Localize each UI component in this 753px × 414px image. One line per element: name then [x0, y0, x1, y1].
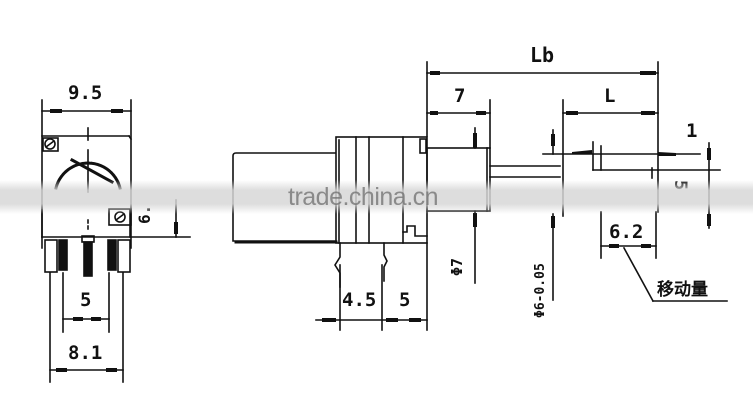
dim-label-overall-length: Lb: [530, 43, 554, 67]
travel-note-label: 移动量: [657, 279, 708, 300]
dim-label-pin-span: 8.1: [68, 342, 102, 364]
dim-label-shaft-diameter: Φ6-0.05: [533, 263, 548, 318]
dim-label-pin-pitch: 5: [80, 289, 91, 311]
dim-label-pin-spacing-a: 4.5: [342, 289, 376, 311]
dim-label-width: 9.5: [68, 82, 102, 104]
dim-label-shaft-length: L: [604, 85, 615, 107]
front-view: [41, 99, 191, 383]
dim-label-pin-spacing-b: 5: [399, 289, 410, 311]
dim-label-bushing-diameter: Φ7: [448, 258, 466, 276]
watermark-band: [0, 180, 753, 214]
dim-label-flat-length: 6.2: [609, 221, 643, 243]
watermark-text: trade.china.cn: [288, 183, 439, 211]
dim-label-flat-depth: 1: [686, 120, 697, 142]
dim-label-bushing-length: 7: [454, 85, 465, 107]
